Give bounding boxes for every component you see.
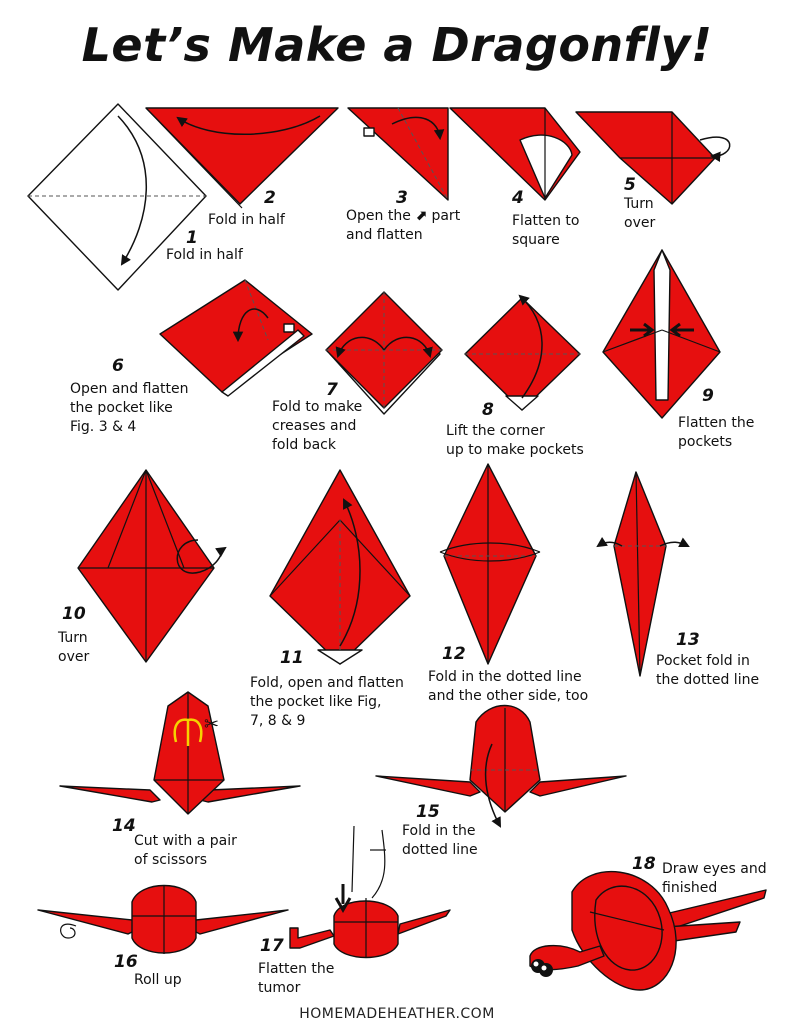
scissors-icon: ✂ bbox=[204, 714, 219, 735]
step-number-17: 17 bbox=[260, 936, 284, 956]
down-arrow-icon bbox=[334, 884, 352, 913]
step-12-figure bbox=[439, 463, 541, 665]
step-1-figure bbox=[27, 103, 207, 291]
step-number-7: 7 bbox=[326, 380, 338, 400]
step-number-14: 14 bbox=[112, 816, 136, 836]
push-arrow-icon: ⬈ bbox=[415, 208, 428, 224]
step-number-11: 11 bbox=[280, 648, 304, 668]
step-number-5: 5 bbox=[624, 175, 636, 195]
step-number-1: 1 bbox=[186, 228, 198, 248]
step-number-13: 13 bbox=[676, 630, 700, 650]
step-number-9: 9 bbox=[702, 386, 714, 406]
step-1-caption: Fold in half bbox=[166, 247, 243, 263]
step-number-18: 18 bbox=[632, 854, 656, 874]
step-16-caption: Roll up bbox=[134, 972, 182, 988]
step-3-figure bbox=[347, 107, 449, 201]
step-number-3: 3 bbox=[396, 188, 408, 208]
footer-site-credit: HOMEMADEHEATHER.COM bbox=[299, 1006, 495, 1022]
step-6-figure bbox=[159, 279, 313, 397]
step-2-figure bbox=[145, 107, 339, 209]
step-3-caption: Open the ⬈ part and flatten bbox=[346, 208, 461, 243]
step-17-figure bbox=[289, 825, 451, 959]
step-7-figure bbox=[325, 291, 443, 415]
step-8-figure bbox=[464, 294, 581, 411]
step-11-figure bbox=[269, 469, 411, 665]
step-number-12: 12 bbox=[442, 644, 466, 664]
step-2-caption: Fold in half bbox=[208, 212, 285, 228]
step-13-figure bbox=[596, 471, 690, 677]
step-number-2: 2 bbox=[264, 188, 276, 208]
step-number-6: 6 bbox=[112, 356, 124, 376]
step-15-figure bbox=[375, 705, 627, 828]
page-title: Let’s Make a Dragonfly! bbox=[81, 18, 713, 72]
step-16-figure bbox=[37, 884, 289, 954]
step-5-figure bbox=[575, 111, 731, 205]
step-number-15: 15 bbox=[416, 802, 440, 822]
step-18-figure bbox=[529, 870, 767, 991]
step-number-8: 8 bbox=[482, 400, 494, 420]
step-10-figure bbox=[77, 469, 227, 663]
step-14-figure: ✂ bbox=[59, 691, 301, 815]
step-number-10: 10 bbox=[62, 604, 86, 624]
step-number-16: 16 bbox=[114, 952, 138, 972]
step-number-4: 4 bbox=[512, 188, 524, 208]
step-4-figure bbox=[449, 107, 581, 201]
step-9-figure bbox=[602, 249, 721, 419]
